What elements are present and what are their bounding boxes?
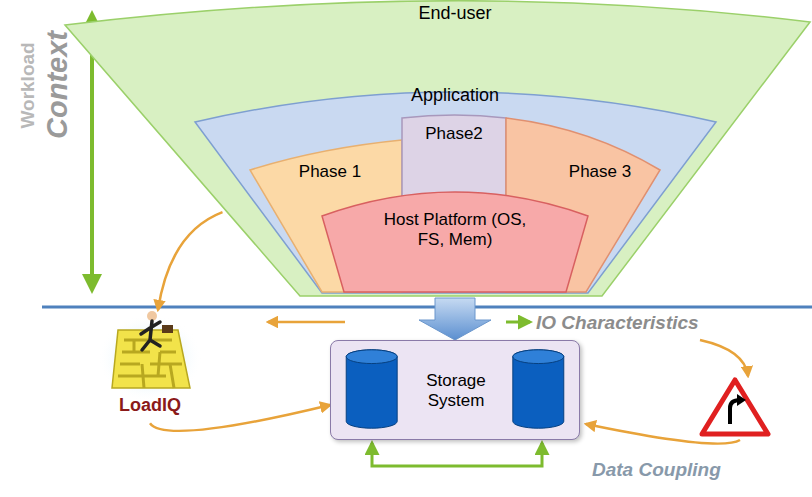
fan-layer: Host Platform (OS, FS, Mem)	[320, 180, 590, 294]
loadiq-icon	[98, 311, 202, 402]
node-label: Phase 3	[555, 162, 645, 182]
warning-to-storage	[586, 424, 740, 444]
node-label: Storage System	[400, 371, 512, 412]
node-label: LoadIQ	[100, 395, 200, 417]
feedback-arrow	[158, 212, 223, 310]
annotation-label: Data Coupling	[592, 460, 721, 481]
axis-label: Workload	[18, 42, 39, 128]
node-label: Application	[375, 85, 535, 107]
annotation-label: IO Characteristics	[536, 313, 699, 334]
io-to-warning	[700, 340, 748, 376]
node-label: End-user	[385, 3, 525, 25]
warning-sign	[702, 380, 768, 434]
io-arrow	[506, 321, 530, 324]
node-label: Host Platform (OS, FS, Mem)	[380, 210, 530, 251]
coupling-bracket	[372, 443, 542, 466]
feedback-arrow	[268, 321, 345, 324]
node-label: Phase2	[409, 124, 499, 144]
fan-layer: End-userApplicationPhase 1 Phase2Phase 3 H…	[62, 0, 812, 298]
disk-cylinders	[331, 341, 579, 439]
tool-icon: LoadIQ	[100, 312, 200, 420]
axis-label: Context	[42, 31, 74, 139]
flow-arrow	[419, 298, 491, 340]
node-label: Phase 1	[285, 162, 375, 182]
fan-layer: ApplicationPhase 1 Phase2Phase 3 Host Plat…	[192, 78, 720, 294]
storage-box: Storage System	[330, 340, 580, 440]
